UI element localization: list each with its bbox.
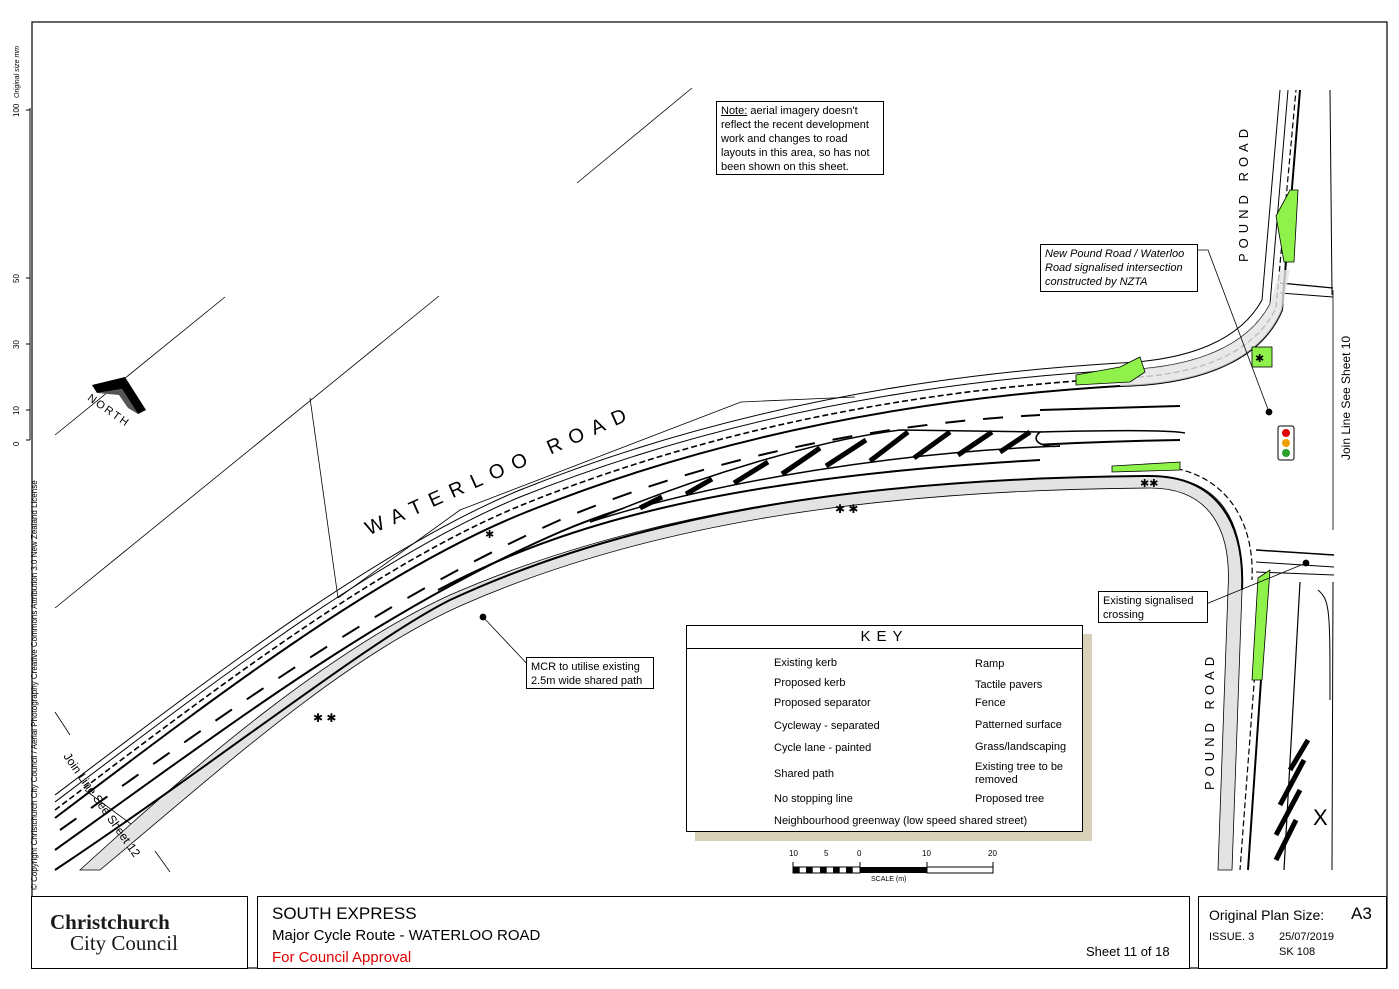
plan-size-label: Original Plan Size: <box>1209 907 1325 923</box>
key-grass-landscaping: Grass/landscaping <box>975 741 1067 753</box>
scale-tick-10b: 10 <box>922 849 931 858</box>
logo-line-2: City Council <box>70 931 178 955</box>
scale-tick-0: 0 <box>857 849 862 858</box>
scale-tick-20: 20 <box>988 849 997 858</box>
scale-tick-10a: 10 <box>789 849 798 858</box>
pound-road-upper-kerbs <box>1119 89 1334 387</box>
key-existing-kerb: Existing kerb <box>774 657 837 669</box>
issue-number: ISSUE. 3 <box>1209 931 1255 943</box>
project-subtitle: Major Cycle Route - WATERLOO ROAD <box>272 927 541 944</box>
key-tactile-pavers: Tactile pavers <box>975 679 1043 691</box>
svg-text:✱✱: ✱✱ <box>1140 478 1158 490</box>
scale-label: SCALE (m) <box>871 876 907 883</box>
title-frame <box>257 896 1190 969</box>
ruler-tick-30: 30 <box>12 340 21 349</box>
note-body: aerial imagery doesn't reflect the recen… <box>721 105 870 173</box>
ruler-tick-100: 100 <box>12 103 21 117</box>
ruler-tick-50: 50 <box>12 274 21 283</box>
size-ruler <box>26 108 31 441</box>
join-line-right-label: Join Line See Sheet 10 <box>1339 335 1353 460</box>
project-title: SOUTH EXPRESS <box>272 904 417 923</box>
svg-text:✱ ✱: ✱ ✱ <box>835 502 858 516</box>
hatched-median <box>589 429 1061 523</box>
grass-landscaping <box>1075 189 1299 681</box>
key-fence: Fence <box>975 697 1006 709</box>
key-tree-removed: Existing tree to be removed <box>975 761 1064 786</box>
plan-info-frame <box>1198 896 1387 969</box>
scale-bar <box>792 862 994 874</box>
property-boundaries <box>54 87 856 873</box>
traffic-signal-icon <box>1277 425 1295 461</box>
existing-kerb-north <box>54 362 1121 819</box>
cycle-symbols: ✱ ✱ ✱ ✱ ✱ ✱✱ ✱ <box>313 353 1264 725</box>
ruler-tick-10: 10 <box>12 406 21 415</box>
aerial-imagery-note: Note: aerial imagery doesn't reflect the… <box>716 101 884 175</box>
approval-status: For Council Approval <box>272 949 412 966</box>
logo-line-1: Christchurch <box>50 910 170 934</box>
scale-tick-5: 5 <box>824 849 829 858</box>
size-ruler-label: Original size mm <box>14 45 21 98</box>
key-cycleway-separated: Cycleway - separated <box>774 720 880 732</box>
signalised-crossing-note: Existing signalised crossing <box>1098 591 1208 623</box>
key-cycle-lane-painted: Cycle lane - painted <box>774 742 872 754</box>
plan-size-value: A3 <box>1351 904 1372 923</box>
map-key: KEY <box>686 625 1083 832</box>
pound-road-lower-label: POUND ROAD <box>1202 651 1217 790</box>
issue-date: 25/07/2019 <box>1279 931 1335 943</box>
svg-text:✱: ✱ <box>485 529 494 541</box>
ruler-tick-0: 0 <box>12 441 21 446</box>
key-neighbourhood-greenway: Neighbourhood greenway (low speed shared… <box>774 815 1028 827</box>
key-proposed-tree: Proposed tree <box>975 793 1045 805</box>
leader-lines <box>479 249 1310 669</box>
key-ramp: Ramp <box>975 658 1005 670</box>
key-title: KEY <box>687 626 1082 649</box>
logo-frame <box>31 896 248 969</box>
shared-path-band <box>78 475 1243 871</box>
north-arrow-icon <box>92 377 146 414</box>
key-no-stopping-line: No stopping line <box>774 793 853 805</box>
key-proposed-separator: Proposed separator <box>774 697 871 709</box>
centre-line <box>59 414 1041 831</box>
key-patterned-surface: Patterned surface <box>975 719 1062 731</box>
shared-path-note: MCR to utilise existing 2.5m wide shared… <box>526 657 654 689</box>
note-prefix: Note: <box>721 105 748 117</box>
pound-road-upper-label: POUND ROAD <box>1236 123 1251 262</box>
sheet-number: Sheet 11 of 18 <box>1086 944 1170 959</box>
svg-text:✱: ✱ <box>1255 353 1264 365</box>
key-shared-path: Shared path <box>774 768 834 780</box>
copyright-text: © Copyright Christchurch City Council / … <box>30 480 39 890</box>
svg-text:✱ ✱: ✱ ✱ <box>313 711 336 725</box>
intersection-note: New Pound Road / Waterloo Road signalise… <box>1040 244 1198 292</box>
drawing-number: SK 108 <box>1279 946 1316 958</box>
svg-text:X: X <box>1313 805 1328 830</box>
pound-road-hatching <box>1273 738 1311 862</box>
key-proposed-kerb: Proposed kerb <box>774 677 846 689</box>
